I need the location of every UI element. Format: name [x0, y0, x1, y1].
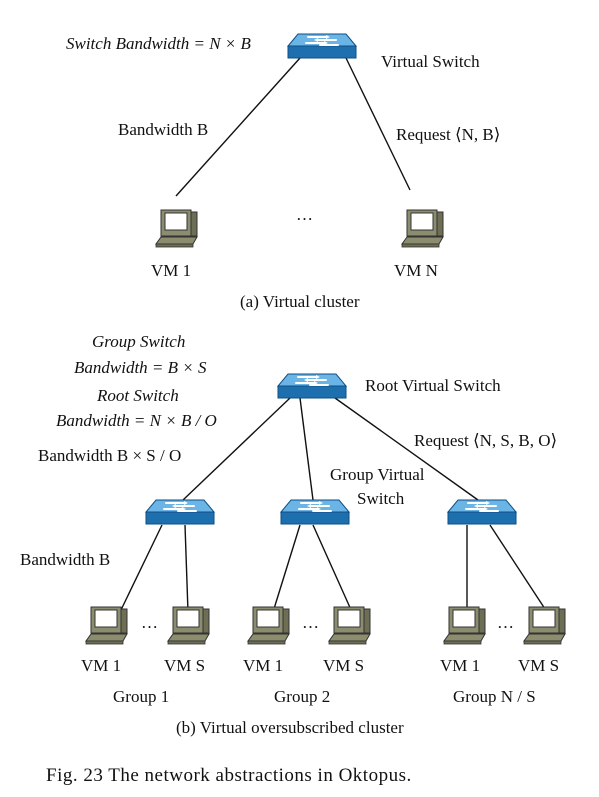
group-switch-3-icon: [447, 499, 517, 525]
g1-vms-label: VM S: [164, 656, 206, 675]
g3-vm1-computer-icon: [443, 606, 486, 645]
virtual-switch-icon: [287, 33, 357, 59]
group-switch-label-line1: Group Switch: [92, 332, 186, 351]
caption-a: (a) Virtual cluster: [240, 292, 360, 311]
g2-vms-label: VM S: [323, 656, 365, 675]
g2-label: Group 2: [274, 687, 331, 706]
caption-b: (b) Virtual oversubscribed cluster: [176, 718, 404, 737]
ellipsis-a: …: [296, 205, 313, 224]
request-label-a: Request ⟨N, B⟩: [396, 125, 501, 144]
g2-ellipsis: …: [302, 613, 319, 632]
root-switch-label-line1: Root Switch: [97, 386, 179, 405]
root-switch-label-line2: Bandwidth = N × B / O: [56, 411, 217, 430]
bandwidth-label-a: Bandwidth B: [118, 120, 209, 139]
bandwidth-group-label: Bandwidth B × S / O: [38, 446, 182, 465]
g1-ellipsis: …: [141, 613, 158, 632]
group-switch-label-line2: Bandwidth = B × S: [74, 358, 207, 377]
part-a-links: [175, 57, 411, 197]
g1-vms-computer-icon: [167, 606, 210, 645]
vm-n-computer-icon: [401, 209, 444, 248]
vm-1-computer-icon: [155, 209, 198, 248]
g2-vm1-computer-icon: [247, 606, 290, 645]
group-virtual-switch-label-line1: Group Virtual: [330, 465, 425, 484]
g3-label: Group N / S: [453, 687, 536, 706]
switch-bandwidth-label: Switch Bandwidth = N × B: [66, 34, 251, 53]
figure-caption: Fig. 23 The network abstractions in Okto…: [46, 765, 412, 786]
g3-vms-label: VM S: [518, 656, 560, 675]
g3-vm1-label: VM 1: [440, 656, 481, 675]
g1-vm1-label: VM 1: [81, 656, 122, 675]
group-virtual-switch-label-line2: Switch: [357, 489, 405, 508]
root-switch-icon: [277, 373, 347, 399]
g1-label: Group 1: [113, 687, 170, 706]
g2-vms-computer-icon: [328, 606, 371, 645]
group-switch-2-icon: [280, 499, 350, 525]
g3-ellipsis: …: [497, 613, 514, 632]
g1-vm1-computer-icon: [85, 606, 128, 645]
g2-vm1-label: VM 1: [243, 656, 284, 675]
request-label-b: Request ⟨N, S, B, O⟩: [414, 431, 558, 450]
vm-n-label: VM N: [394, 261, 438, 280]
root-virtual-switch-label: Root Virtual Switch: [365, 376, 501, 395]
group-switch-1-icon: [145, 499, 215, 525]
g3-vms-computer-icon: [523, 606, 566, 645]
bandwidth-label-b: Bandwidth B: [20, 550, 111, 569]
vm-1-label: VM 1: [151, 261, 192, 280]
part-b-links: [119, 397, 548, 613]
virtual-switch-label: Virtual Switch: [381, 52, 480, 71]
